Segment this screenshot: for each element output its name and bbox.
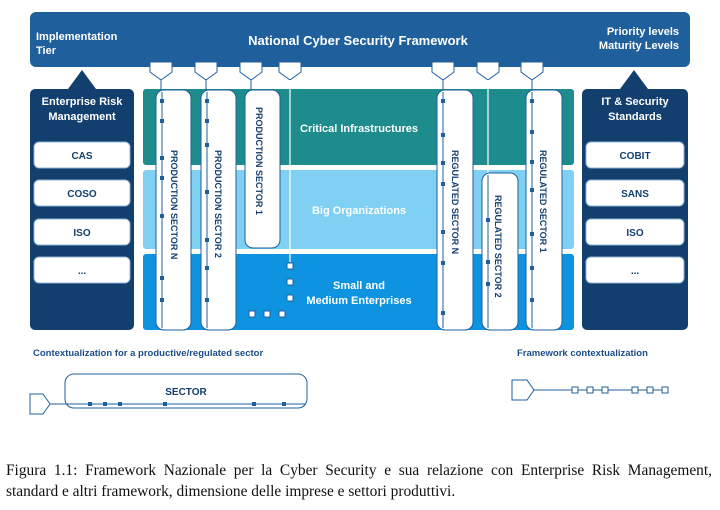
svg-text:PRODUCTION SECTOR N: PRODUCTION SECTOR N: [169, 150, 179, 259]
maturity-levels-label: Maturity Levels: [599, 40, 679, 52]
small-medium-enterprises-label: Small and: [333, 280, 385, 292]
figure-caption: Figura 1.1: Framework Nazionale per la C…: [6, 462, 712, 500]
svg-text:ISO: ISO: [626, 228, 643, 239]
standard-item-iso: ISO: [585, 218, 685, 246]
sector-contextualization-title: Contextualization for a productive/regul…: [33, 348, 263, 359]
header-bar: [30, 12, 690, 67]
standard-item-more: ...: [585, 256, 685, 284]
svg-text:PRODUCTION SECTOR 1: PRODUCTION SECTOR 1: [254, 107, 264, 215]
svg-text:SANS: SANS: [621, 189, 649, 200]
production-sector-n-column: PRODUCTION SECTOR N: [155, 80, 192, 331]
svg-text:REGULATED SECTOR 1: REGULATED SECTOR 1: [538, 150, 548, 253]
sector-connectors: [149, 61, 544, 81]
erm-item-more: ...: [33, 256, 131, 284]
regulated-sector-1-column: REGULATED SECTOR 1: [525, 80, 563, 331]
svg-text:ISO: ISO: [73, 228, 90, 239]
implementation-tier-label: Implementation: [36, 31, 118, 43]
unlabeled-sector-stub: [248, 80, 294, 318]
svg-text:REGULATED SECTOR 2: REGULATED SECTOR 2: [493, 195, 503, 298]
erm-item-coso: COSO: [33, 179, 131, 207]
header-title: National Cyber Security Framework: [248, 33, 468, 48]
it-security-title-2: Standards: [608, 111, 662, 123]
erm-item-iso: ISO: [33, 218, 131, 246]
svg-text:REGULATED SECTOR N: REGULATED SECTOR N: [450, 150, 460, 254]
big-organizations-label: Big Organizations: [312, 205, 406, 217]
standard-item-cobit: COBIT: [585, 141, 685, 169]
regulated-sector-2-column: REGULATED SECTOR 2: [481, 80, 519, 331]
regulated-sector-n-column: REGULATED SECTOR N: [436, 80, 474, 331]
enterprise-risk-panel: [30, 89, 134, 330]
right-panel-connector: [620, 70, 648, 89]
critical-infrastructures-label: Critical Infrastructures: [300, 123, 418, 135]
production-sector-2-column: PRODUCTION SECTOR 2: [200, 80, 237, 331]
it-security-title: IT & Security: [601, 96, 669, 108]
svg-text:COSO: COSO: [67, 189, 97, 200]
implementation-tier-label-2: Tier: [36, 45, 57, 57]
enterprise-risk-title-2: Management: [48, 111, 116, 123]
svg-text:...: ...: [78, 266, 87, 277]
enterprise-risk-title: Enterprise Risk: [42, 96, 124, 108]
sector-legend-label: SECTOR: [165, 387, 207, 398]
svg-text:CAS: CAS: [71, 151, 92, 162]
sector-legend-diagram: SECTOR: [29, 373, 308, 415]
standard-item-sans: SANS: [585, 179, 685, 207]
svg-text:PRODUCTION SECTOR 2: PRODUCTION SECTOR 2: [213, 150, 223, 258]
erm-item-cas: CAS: [33, 141, 131, 169]
svg-text:COBIT: COBIT: [619, 151, 650, 162]
priority-levels-label: Priority levels: [607, 26, 679, 38]
small-medium-enterprises-label-2: Medium Enterprises: [306, 295, 411, 307]
it-security-standards-panel: [582, 89, 688, 330]
left-panel-connector: [68, 70, 96, 89]
framework-legend-diagram: [511, 379, 669, 401]
svg-text:...: ...: [631, 266, 640, 277]
production-sector-1-column: PRODUCTION SECTOR 1: [244, 80, 281, 249]
framework-contextualization-title: Framework contextualization: [517, 348, 648, 359]
